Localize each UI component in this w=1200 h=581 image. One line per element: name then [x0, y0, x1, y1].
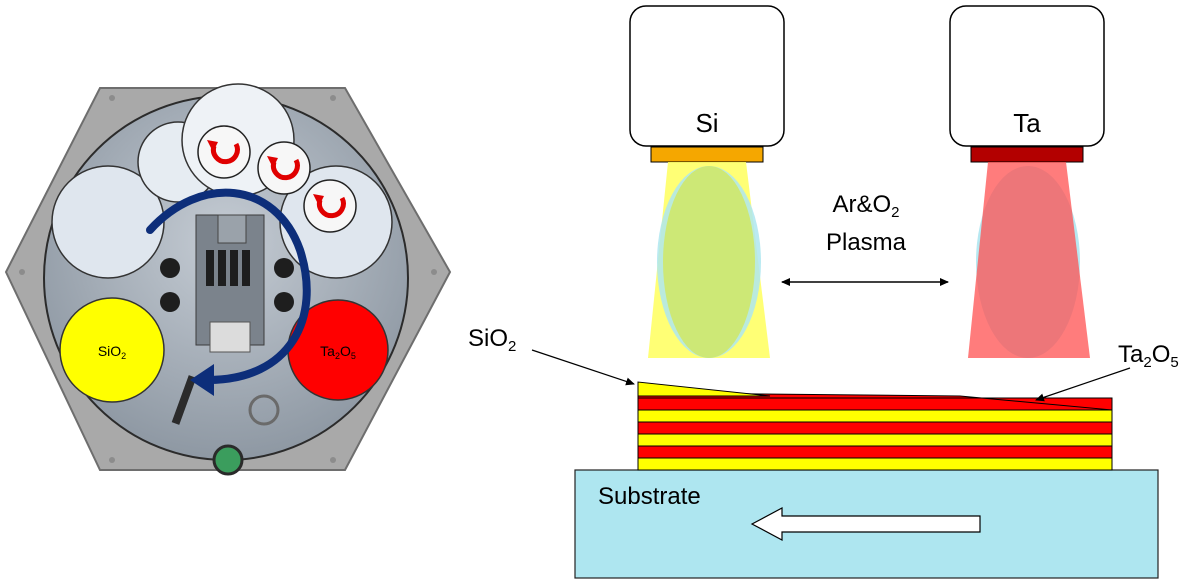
frame-bolts: [19, 95, 437, 463]
sio2-layer-label: SiO2: [468, 325, 516, 355]
viewport-window: [212, 444, 244, 476]
rotation-indicators: [197, 125, 357, 233]
si-magnetron-housing: [629, 5, 785, 147]
central-mechanism: [160, 214, 294, 426]
sio2-target: [59, 297, 165, 403]
ta2o5-target-label: Ta2O5: [320, 343, 356, 361]
rotation-arrowhead-3: [313, 194, 324, 206]
plasma-label: Plasma: [826, 229, 907, 256]
plasma-gas-label: Ar&O2: [832, 191, 899, 221]
ta-plasma-plume: [968, 162, 1090, 358]
layer-sio2-3: [637, 409, 1113, 423]
rotation-circle-3: [303, 179, 357, 233]
ta-magnetron-housing: [949, 5, 1105, 147]
substrate-rotation-arrowhead: [190, 364, 214, 396]
rotation-circle-2: [257, 141, 311, 195]
si-target-label: Si: [695, 108, 718, 138]
rotation-circle-1: [197, 125, 251, 179]
sputtering-schematic: Si Ta Ar&O2 Plasma Substrate: [468, 5, 1179, 579]
layer-ta2o5-1: [637, 445, 1113, 459]
rotation-arrowhead-2: [267, 156, 278, 168]
layer-sio2-2: [637, 433, 1113, 447]
layer-ta2o5-2: [637, 421, 1113, 435]
growing-sio2-layer: [637, 381, 771, 397]
sio2-pointer: [531, 349, 635, 386]
target-upper-left: [51, 165, 165, 279]
ta2o5-pointer: [1035, 367, 1131, 402]
rotation-arrowhead-1: [207, 140, 218, 152]
layer-sio2-1: [637, 457, 1113, 471]
si-target: [650, 146, 764, 163]
substrate-rotation-arrow: [146, 188, 311, 384]
si-plasma-core: [663, 166, 755, 358]
ta2o5-layer-label: Ta2O5: [1118, 341, 1179, 371]
ta-target: [970, 146, 1084, 163]
substrate-label: Substrate: [598, 483, 701, 510]
ta-target-label: Ta: [1013, 108, 1041, 138]
sio2-target-label: SiO2: [98, 343, 126, 361]
chamber-top-view: SiO2 Ta2O5: [4, 83, 452, 476]
substrate-motion-arrow: [750, 507, 981, 541]
multilayer-stack: [637, 381, 1113, 471]
